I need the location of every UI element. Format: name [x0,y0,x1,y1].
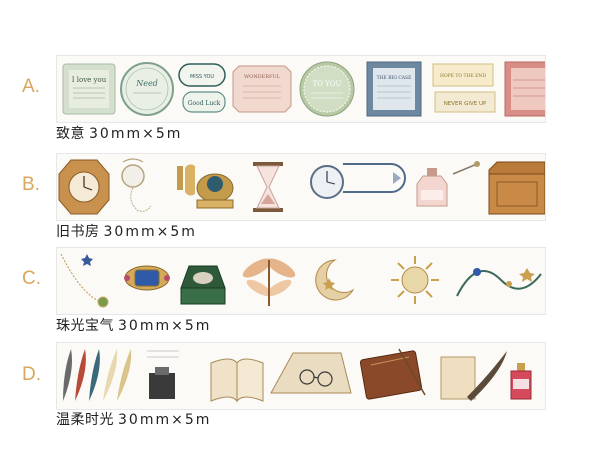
washi-strip-a: I love you Need MISS YOU Good Luck WONDE… [56,55,546,123]
svg-text:HOPE TO THE END: HOPE TO THE END [440,73,486,79]
svg-text:I love you: I love you [72,76,107,84]
table-clock-icon [310,163,406,199]
round-sage-label-icon: TO YOU [299,61,355,117]
row-b-letter: B. [22,174,40,195]
scroll-quill-icon [440,351,507,401]
row-d-name: 温柔时光 [56,412,114,428]
perfume-bottle-icon [510,363,532,400]
washi-strip-d [56,342,546,410]
svg-text:MISS YOU: MISS YOU [190,74,214,80]
jewelry-box-icon [180,265,226,305]
rose-card-icon [504,61,545,117]
glasses-on-book-icon [270,352,352,394]
inkwell-icon [147,350,179,399]
row-b-name: 旧书房 [56,224,100,240]
row-c-spec: 30mm×5m [118,318,212,334]
brass-telephone-icon [177,164,234,209]
hourglass-icon [253,162,283,212]
svg-text:Good Luck: Good Luck [188,100,221,107]
row-d-spec: 30mm×5m [118,412,212,428]
blue-card-icon: THE BIG CASE [366,61,422,117]
wooden-box-icon [488,161,545,215]
washi-strip-b [56,153,546,221]
dragonfly-brooch-icon [242,258,296,306]
row-a-letter: A. [22,76,40,97]
oval-label-icon: MISS YOU Good Luck [178,63,226,113]
cream-ticket-icon: HOPE TO THE END NEVER GIVE UP [432,63,496,113]
ink-bottle-icon [416,161,480,207]
pocket-watch-icon [121,158,152,212]
svg-text:Need: Need [135,79,158,88]
row-a-name: 致意 [56,126,85,142]
washi-strip-c [56,247,546,315]
row-b-spec: 30mm×5m [103,224,197,240]
row-c-letter: C. [22,268,41,289]
sapphire-brooch-icon [124,265,170,291]
green-letter-card-icon: I love you [62,63,116,115]
row-d-letter: D. [22,364,41,385]
svg-text:WONDERFUL: WONDERFUL [244,74,281,80]
svg-text:THE BIG CASE: THE BIG CASE [377,75,412,81]
leather-journal-icon [359,348,426,400]
svg-text:TO YOU: TO YOU [313,80,342,88]
sun-pendant-icon [391,256,439,304]
old-book-icon [210,358,264,403]
necklace-icon [60,253,109,308]
svg-text:NEVER GIVE UP: NEVER GIVE UP [444,101,487,107]
row-a-spec: 30mm×5m [89,126,183,142]
vine-ornament-icon [456,268,542,297]
pink-label-icon: WONDERFUL [232,65,292,113]
moon-pendant-icon [315,259,355,301]
quill-feathers-icon [63,349,132,401]
wall-clock-icon [58,159,110,215]
row-c-name: 珠光宝气 [56,318,114,334]
round-green-label-icon: Need [120,62,174,116]
